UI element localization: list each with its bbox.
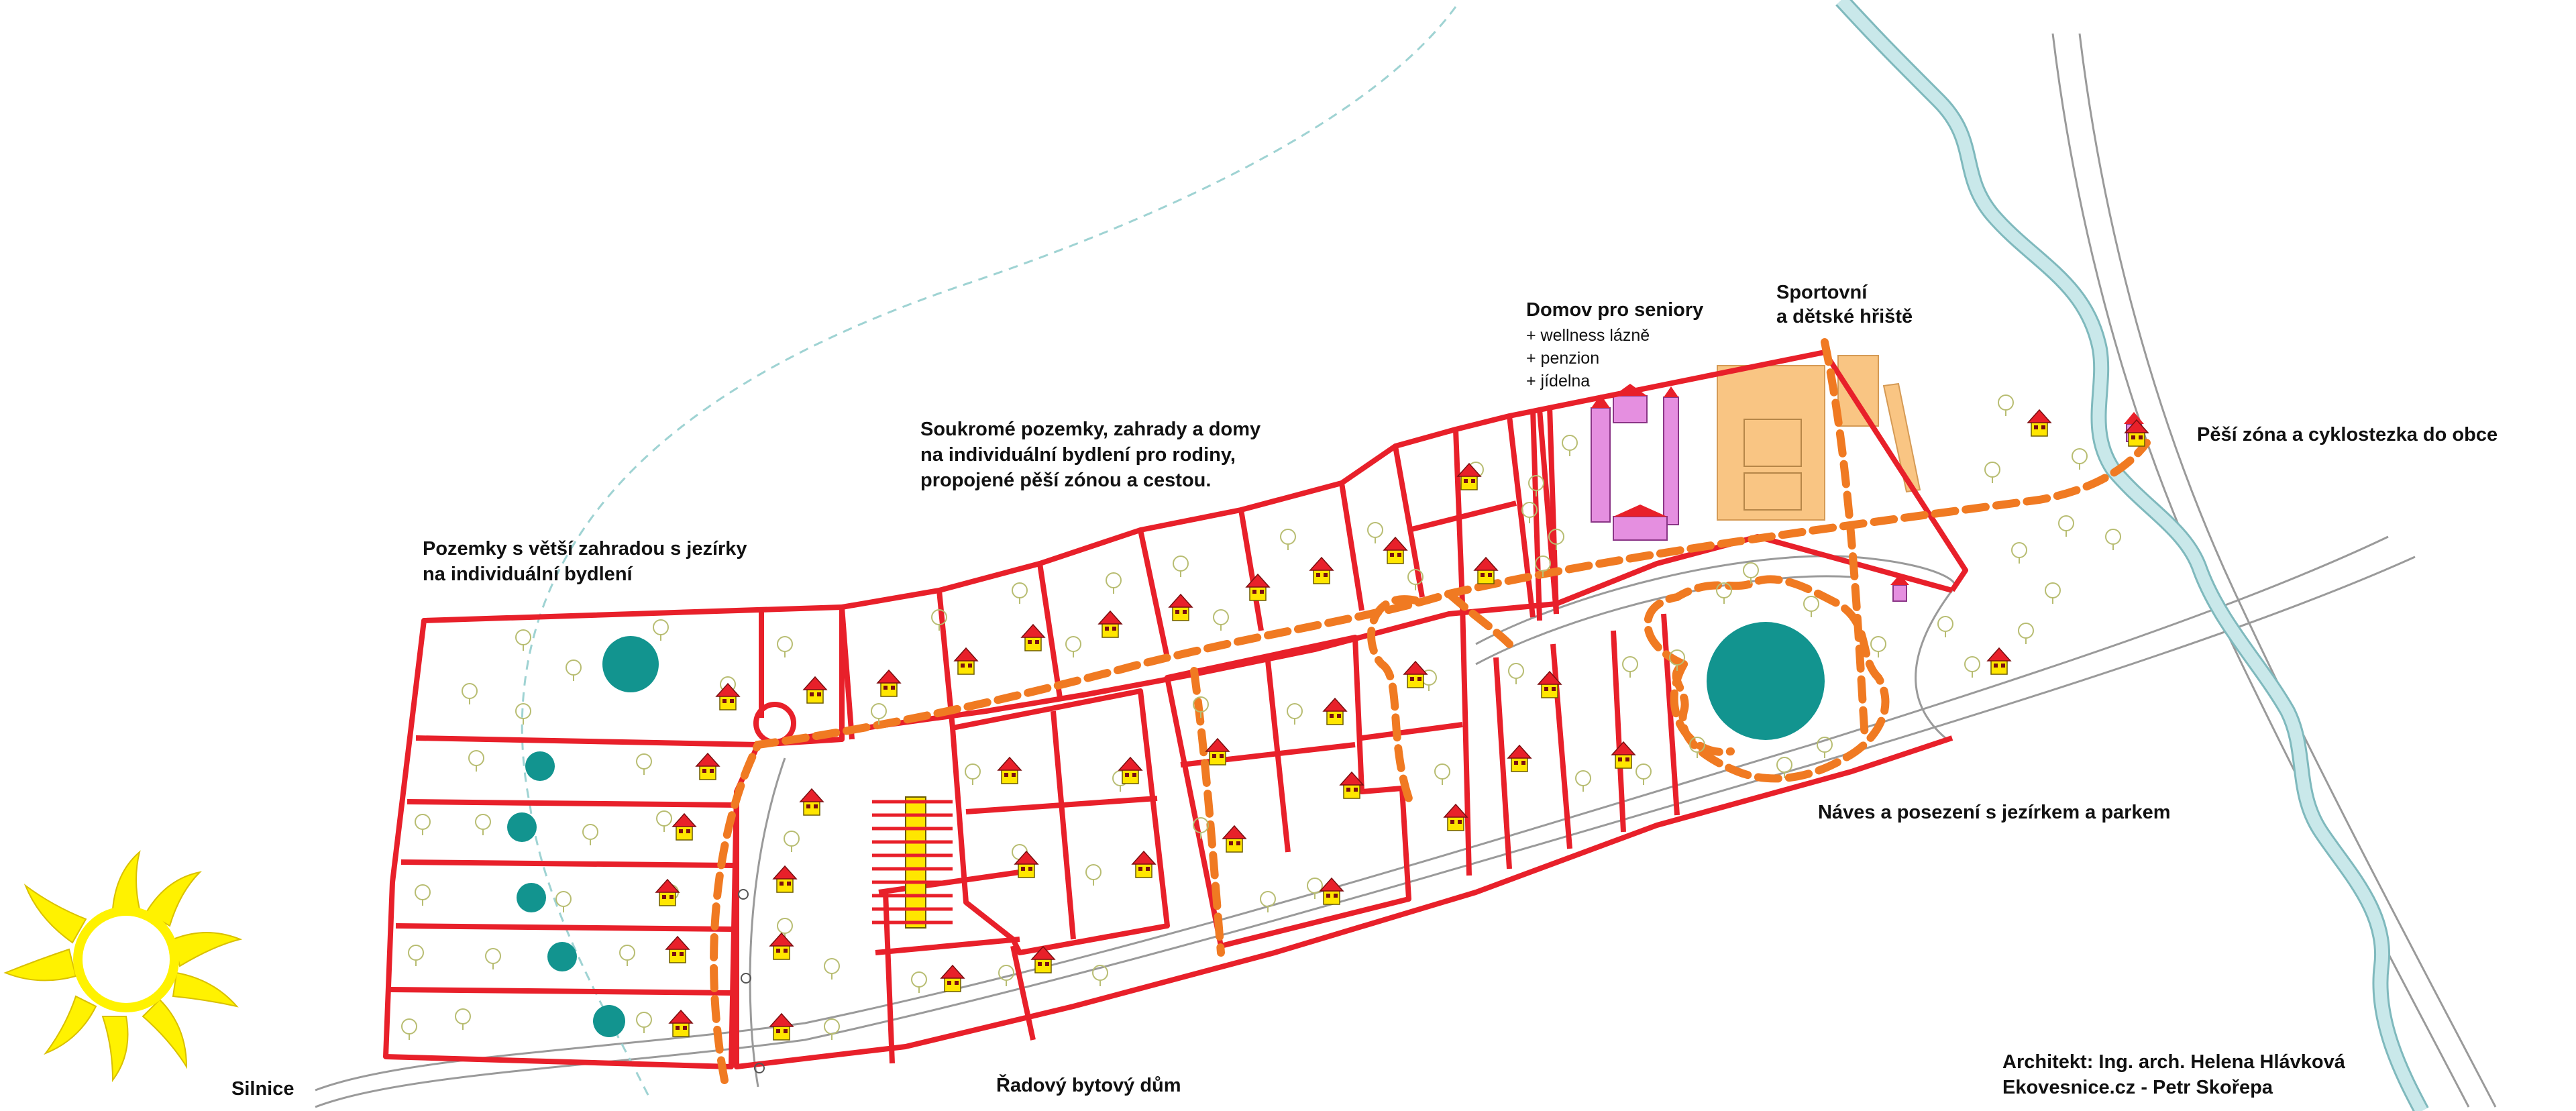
- label-credit: Ekovesnice.cz - Petr Skořepa: [2002, 1077, 2273, 1098]
- label-row-house: Řadový bytový dům: [996, 1075, 1181, 1096]
- label-road: Silnice: [231, 1078, 294, 1100]
- road-markers: [738, 889, 765, 1073]
- roads: [315, 33, 2497, 1108]
- label-sports-1: Sportovní: [1776, 282, 1868, 303]
- ponds: [507, 622, 1825, 1037]
- label-senior-item-wellness: + wellness lázně: [1526, 326, 1650, 345]
- label-private-plots-3: propojené pěší zónou a cestou.: [920, 470, 1212, 491]
- label-private-plots-2: na individuální bydlení pro rodiny,: [920, 444, 1236, 466]
- river: [1835, 0, 2429, 1111]
- label-sports-2: a dětské hřiště: [1776, 306, 1913, 327]
- label-senior-item-jidelna: + jídelna: [1526, 372, 1591, 390]
- row-house: [872, 796, 953, 929]
- label-pedestrian-zone: Pěší zóna a cyklostezka do obce: [2197, 424, 2498, 445]
- dashed-path-blue: [521, 6, 1457, 1101]
- label-lakes-plots-1: Pozemky s větší zahradou s jezírky: [423, 538, 747, 560]
- label-village-green: Náves a posezení s jezírkem a parkem: [1818, 802, 2171, 823]
- sports-field: [1717, 355, 1921, 521]
- label-senior-item-penzion: + penzion: [1526, 349, 1600, 368]
- label-private-plots-1: Soukromé pozemky, zahrady a domy: [920, 419, 1261, 440]
- label-senior-home: Domov pro seniory: [1526, 299, 1704, 321]
- label-lakes-plots-2: na individuální bydlení: [423, 564, 633, 585]
- sun-icon: [3, 850, 243, 1083]
- label-architect: Architekt: Ing. arch. Helena Hlávková: [2002, 1051, 2345, 1073]
